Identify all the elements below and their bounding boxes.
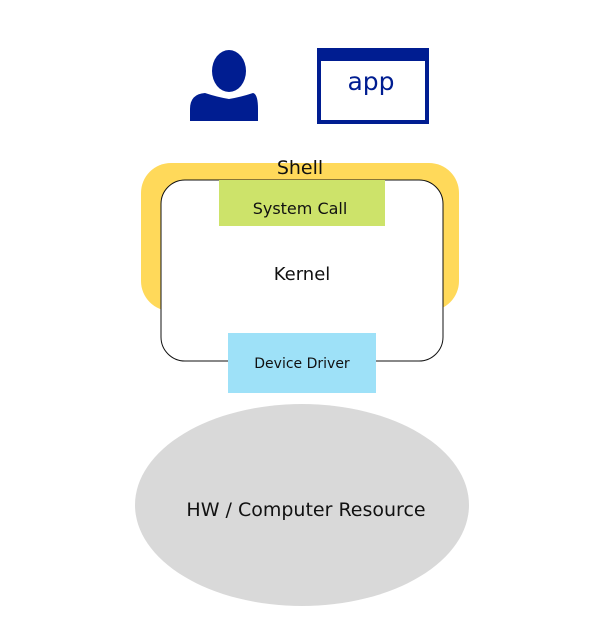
system-call-block <box>219 180 385 226</box>
kernel-label: Kernel <box>274 264 331 285</box>
hardware-label: HW / Computer Resource <box>186 499 425 521</box>
app-window-icon: app <box>317 48 429 124</box>
shell-label: Shell <box>277 157 323 179</box>
hardware-resource <box>135 404 469 606</box>
device-driver-block <box>228 333 376 393</box>
device-driver-label: Device Driver <box>254 356 350 372</box>
person-icon <box>190 50 258 121</box>
system-call-label: System Call <box>253 199 348 218</box>
app-label: app <box>347 67 394 96</box>
